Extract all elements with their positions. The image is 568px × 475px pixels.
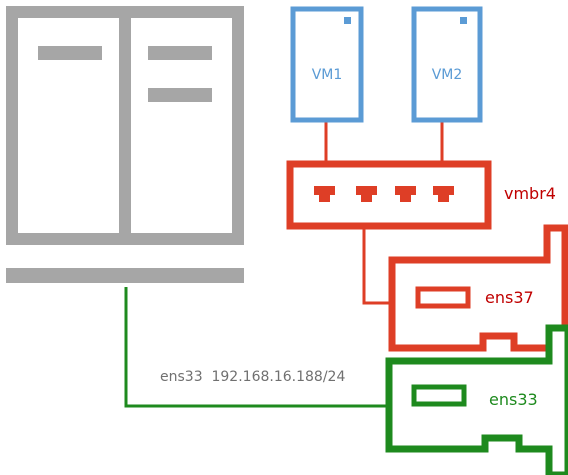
switch-port-3 xyxy=(395,186,416,202)
ens33-label: ens33 xyxy=(489,390,538,409)
ens37-card-outline xyxy=(388,224,568,352)
ens33-port xyxy=(411,384,467,407)
server-slot-right-top xyxy=(148,46,212,60)
ens33-network-card-icon xyxy=(385,324,568,475)
switch-port-1 xyxy=(314,186,335,202)
switch-port-4 xyxy=(433,186,454,202)
vm2-power-led xyxy=(460,17,467,24)
switch-port-2 xyxy=(356,186,377,202)
server-slot-right-bottom xyxy=(148,88,212,102)
ens37-network-card-icon xyxy=(388,224,568,352)
vm2-tower-icon: VM2 xyxy=(411,6,483,123)
ens37-port xyxy=(415,286,471,309)
ens33-card-outline xyxy=(385,324,568,475)
vm1-body xyxy=(290,6,364,123)
host-to-ens33-line xyxy=(124,287,408,408)
vm2-label: VM2 xyxy=(432,67,463,83)
vm2-body xyxy=(411,6,483,123)
host-link-label: ens33 192.168.16.188/24 xyxy=(160,369,345,385)
server-slot-left xyxy=(38,46,102,60)
vm1-label: VM1 xyxy=(312,67,343,83)
server-base xyxy=(6,268,244,283)
bridge-switch-icon xyxy=(286,160,492,230)
vm1-tower-icon: VM1 xyxy=(290,6,364,123)
vm1-power-led xyxy=(344,17,351,24)
ens37-label: ens37 xyxy=(485,288,534,307)
host-server-icon xyxy=(6,6,244,283)
bridge-label: vmbr4 xyxy=(504,184,556,203)
